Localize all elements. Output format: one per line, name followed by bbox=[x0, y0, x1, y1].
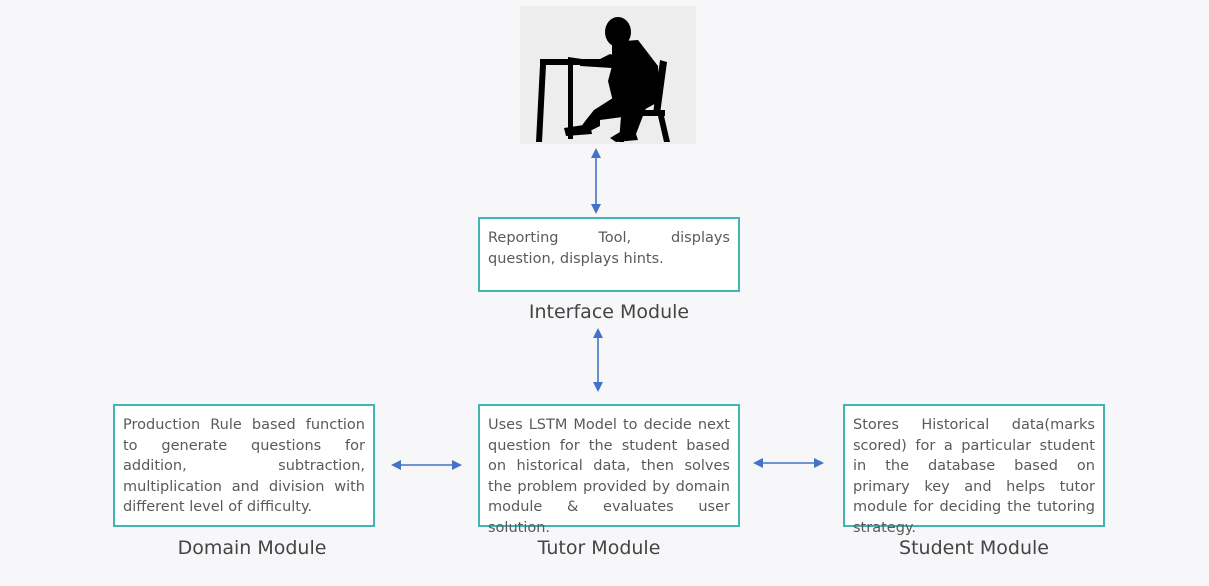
interface-module-box: Reporting Tool, displays question, displ… bbox=[478, 217, 740, 292]
domain-module-label: Domain Module bbox=[177, 537, 327, 559]
interface-module-label: Interface Module bbox=[528, 301, 690, 323]
domain-module-box: Production Rule based function to genera… bbox=[113, 404, 375, 527]
domain-module-description: Production Rule based function to genera… bbox=[123, 417, 365, 515]
student-module-description: Stores Historical data(marks scored) for… bbox=[853, 417, 1095, 536]
interface-module-description: Reporting Tool, displays question, displ… bbox=[488, 230, 730, 267]
tutor-module-label: Tutor Module bbox=[537, 537, 661, 559]
student-module-box: Stores Historical data(marks scored) for… bbox=[843, 404, 1105, 536]
tutor-module-box: Uses LSTM Model to decide next question … bbox=[478, 404, 740, 536]
tutor-module-description: Uses LSTM Model to decide next question … bbox=[488, 417, 730, 536]
student-at-desk-icon bbox=[520, 6, 696, 144]
student-module-label: Student Module bbox=[899, 537, 1049, 559]
